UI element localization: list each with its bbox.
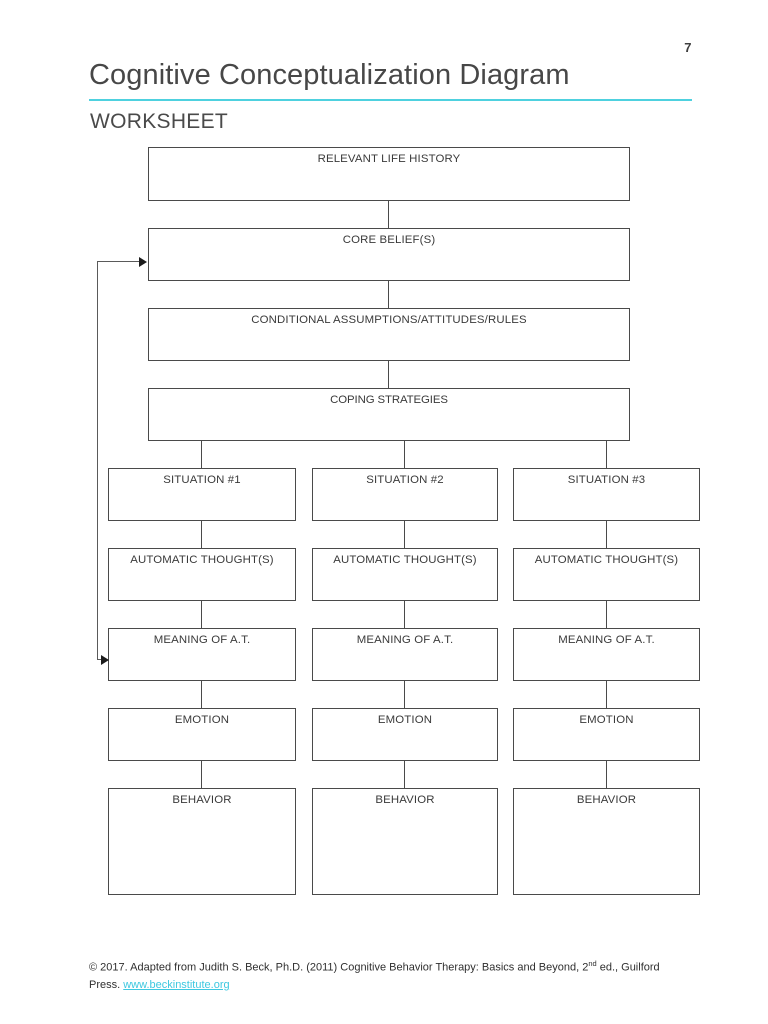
node-label: EMOTION [579, 714, 634, 726]
connector-corebelief-to-assumptions [388, 281, 390, 308]
beck-institute-link[interactable]: www.beckinstitute.org [123, 978, 230, 991]
connector-coping-to-situation-1 [201, 441, 203, 468]
node-label: RELEVANT LIFE HISTORY [317, 153, 461, 165]
node-automatic-thoughts-3[interactable]: AUTOMATIC THOUGHT(S) [513, 548, 700, 601]
node-conditional-assumptions[interactable]: CONDITIONAL ASSUMPTIONS/ATTITUDES/RULES [148, 308, 630, 361]
node-label: COPING STRATEGIES [330, 394, 448, 406]
node-meaning-of-at-1[interactable]: MEANING OF A.T. [108, 628, 296, 681]
connector-at2-to-meaning2 [404, 601, 406, 628]
node-label: CONDITIONAL ASSUMPTIONS/ATTITUDES/RULES [251, 314, 527, 326]
connector-history-to-corebelief [388, 201, 390, 228]
connector-coping-to-situation-2 [404, 441, 406, 468]
node-label: AUTOMATIC THOUGHT(S) [534, 554, 679, 566]
footer-text-after: ed., Guilford Press. [89, 961, 660, 991]
feedback-loop-arm-to-core-belief [97, 261, 141, 263]
arrow-right-icon-core-belief [139, 257, 147, 267]
connector-situation2-to-at2 [404, 521, 406, 548]
node-situation-3[interactable]: SITUATION #3 [513, 468, 700, 521]
connector-situation3-to-at3 [606, 521, 608, 548]
node-label: EMOTION [174, 714, 230, 726]
node-emotion-1[interactable]: EMOTION [108, 708, 296, 761]
connector-at3-to-meaning3 [606, 601, 608, 628]
node-meaning-of-at-2[interactable]: MEANING OF A.T. [312, 628, 498, 681]
node-automatic-thoughts-2[interactable]: AUTOMATIC THOUGHT(S) [312, 548, 498, 601]
connector-meaning3-to-emotion3 [606, 681, 608, 708]
node-relevant-life-history[interactable]: RELEVANT LIFE HISTORY [148, 147, 630, 201]
connector-emotion2-to-behavior2 [404, 761, 406, 788]
node-automatic-thoughts-1[interactable]: AUTOMATIC THOUGHT(S) [108, 548, 296, 601]
feedback-loop-arm-from-meaning [97, 659, 103, 661]
node-label: CORE BELIEF(S) [342, 234, 436, 246]
node-emotion-3[interactable]: EMOTION [513, 708, 700, 761]
title-underline-rule [89, 99, 692, 101]
node-behavior-2[interactable]: BEHAVIOR [312, 788, 498, 895]
connector-meaning2-to-emotion2 [404, 681, 406, 708]
node-label: SITUATION #1 [163, 474, 241, 486]
node-meaning-of-at-3[interactable]: MEANING OF A.T. [513, 628, 700, 681]
node-label: AUTOMATIC THOUGHT(S) [130, 554, 274, 566]
node-label: MEANING OF A.T. [558, 634, 655, 646]
node-situation-1[interactable]: SITUATION #1 [108, 468, 296, 521]
node-label: BEHAVIOR [375, 794, 435, 806]
node-label: EMOTION [377, 714, 433, 726]
footer-ordinal-suffix: nd [588, 959, 597, 968]
connector-meaning1-to-emotion1 [201, 681, 203, 708]
node-core-beliefs[interactable]: CORE BELIEF(S) [148, 228, 630, 281]
node-label: SITUATION #3 [567, 474, 646, 486]
page-subtitle: WORKSHEET [90, 110, 229, 133]
connector-coping-to-situation-3 [606, 441, 608, 468]
footer-attribution: © 2017. Adapted from Judith S. Beck, Ph.… [89, 958, 689, 994]
node-label: BEHAVIOR [172, 794, 232, 806]
node-emotion-2[interactable]: EMOTION [312, 708, 498, 761]
connector-emotion3-to-behavior3 [606, 761, 608, 788]
feedback-loop-spine [97, 261, 99, 660]
arrow-right-icon-meaning [101, 655, 109, 665]
footer-text-before: © 2017. Adapted from Judith S. Beck, Ph.… [89, 961, 589, 974]
node-coping-strategies[interactable]: COPING STRATEGIES [148, 388, 630, 441]
node-behavior-1[interactable]: BEHAVIOR [108, 788, 296, 895]
connector-at1-to-meaning1 [201, 601, 203, 628]
page-number: 7 [684, 40, 692, 55]
node-label: MEANING OF A.T. [356, 634, 454, 646]
connector-assumptions-to-coping [388, 361, 390, 388]
connector-situation1-to-at1 [201, 521, 203, 548]
node-situation-2[interactable]: SITUATION #2 [312, 468, 498, 521]
node-label: MEANING OF A.T. [153, 634, 251, 646]
node-label: SITUATION #2 [366, 474, 444, 486]
node-label: BEHAVIOR [576, 794, 637, 806]
page-title: Cognitive Conceptualization Diagram [89, 59, 570, 91]
connector-emotion1-to-behavior1 [201, 761, 203, 788]
node-behavior-3[interactable]: BEHAVIOR [513, 788, 700, 895]
node-label: AUTOMATIC THOUGHT(S) [333, 554, 477, 566]
